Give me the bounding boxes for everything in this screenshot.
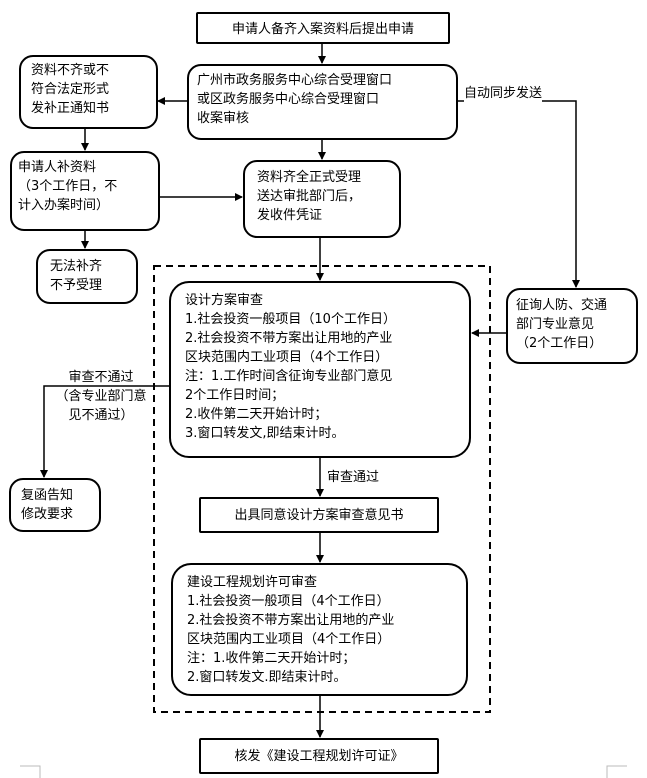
node-formal-acceptance: 资料齐全正式受理 送达审批部门后， 发收件凭证 <box>243 160 401 238</box>
node-applicant-supplement: 申请人补资料 （3个工作日，不 计入办案时间） <box>10 151 160 231</box>
node-service-center-review: 广州市政务服务中心综合受理窗口 或区政务服务中心综合受理窗口 收案审核 <box>187 64 458 140</box>
node-submit-application: 申请人备齐入案资料后提出申请 <box>196 12 450 44</box>
node-reject: 无法补齐 不予受理 <box>36 249 138 304</box>
node-incomplete-notice: 资料不齐或不 符合法定形式 发补正通知书 <box>19 55 158 129</box>
edge-center-consult <box>458 100 580 288</box>
node-issue-permit: 核发《建设工程规划许可证》 <box>199 738 439 774</box>
label-review-pass: 审查通过 <box>327 468 380 487</box>
review-process-frame <box>153 265 491 713</box>
node-consult-departments: 征询人防、交通 部门专业意见 （2个工作日） <box>506 288 638 364</box>
node-design-review: 设计方案审查 1.社会投资一般项目（10个工作日） 2.社会投资不带方案出让用地… <box>169 281 471 458</box>
edge-design-notify <box>40 385 169 478</box>
crop-marks <box>20 765 627 778</box>
node-permit-review: 建设工程规划许可审查 1.社会投资一般项目（4个工作日） 2.社会投资不带方案出… <box>171 563 468 696</box>
label-review-fail: 审查不通过 （含专业部门意 见不通过） <box>55 370 147 423</box>
node-issue-opinion: 出具同意设计方案审查意见书 <box>199 497 439 533</box>
node-notify-revision: 复函告知 修改要求 <box>9 478 101 532</box>
label-auto-sync: 自动同步发送 <box>464 84 543 103</box>
